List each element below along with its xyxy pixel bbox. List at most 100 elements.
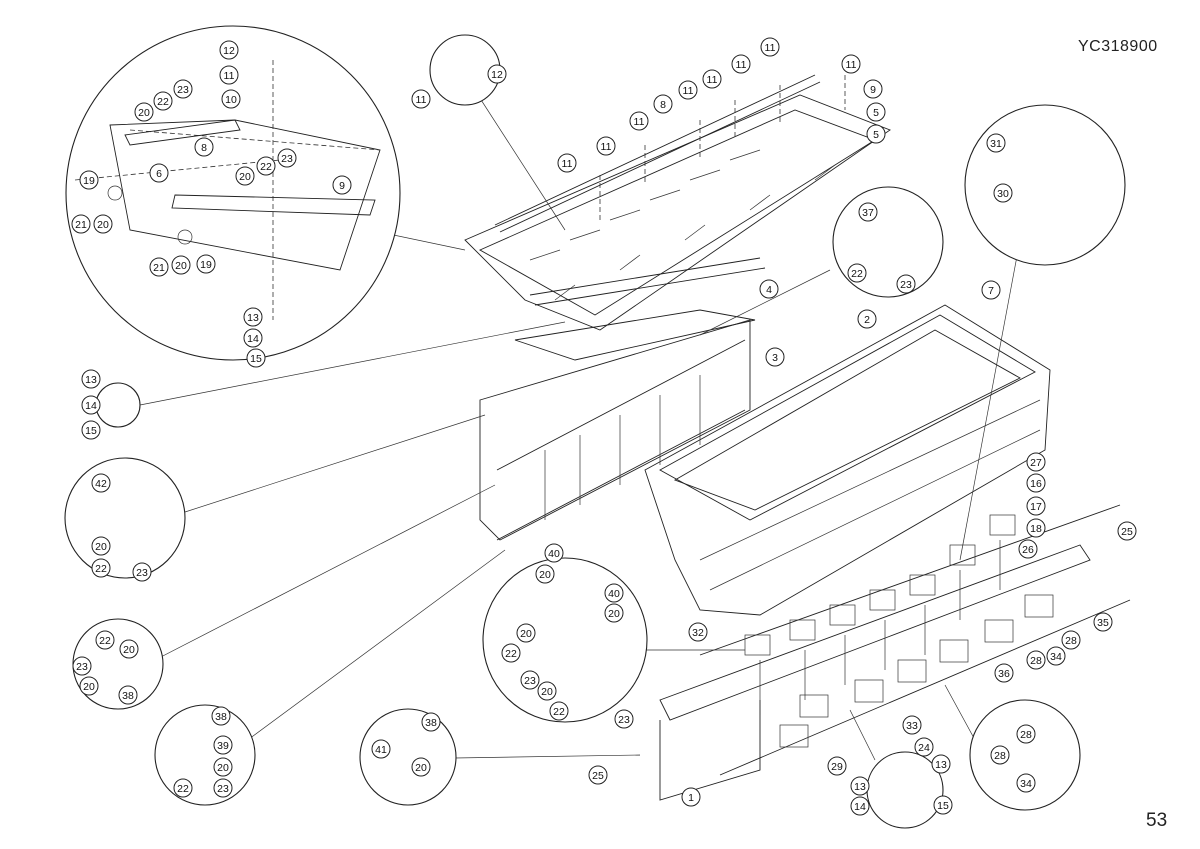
- callout-bubble: [1117, 521, 1137, 541]
- callout-number: 1: [688, 792, 694, 804]
- callout-bubble: [411, 89, 431, 109]
- part-callout-20: 20: [171, 255, 191, 275]
- callout-number: 36: [998, 668, 1010, 680]
- part-callout-20: 20: [213, 757, 233, 777]
- callout-bubble: [557, 153, 577, 173]
- part-callout-32: 32: [688, 622, 708, 642]
- part-callout-5: 5: [866, 124, 886, 144]
- callout-bubble: [91, 473, 111, 493]
- part-callout-22: 22: [501, 643, 521, 663]
- callout-bubble: [81, 395, 101, 415]
- part-callout-19: 19: [79, 170, 99, 190]
- callout-number: 42: [95, 478, 107, 490]
- part-callout-40: 40: [604, 583, 624, 603]
- callout-bubble: [1016, 724, 1036, 744]
- part-callout-20: 20: [119, 639, 139, 659]
- callout-bubble: [411, 757, 431, 777]
- callout-bubble: [544, 543, 564, 563]
- part-callout-23: 23: [72, 656, 92, 676]
- drawing-code: YC318900: [1078, 38, 1158, 55]
- callout-bubble: [681, 787, 701, 807]
- part-callout-13: 13: [243, 307, 263, 327]
- callout-bubble: [243, 307, 263, 327]
- callout-bubble: [759, 279, 779, 299]
- callout-number: 22: [553, 706, 565, 718]
- callout-bubble: [990, 745, 1010, 765]
- callout-number: 20: [175, 260, 187, 272]
- part-callout-30: 30: [993, 183, 1013, 203]
- callout-bubble: [688, 622, 708, 642]
- callout-bubble: [153, 91, 173, 111]
- callout-number: 13: [935, 759, 947, 771]
- callout-bubble: [91, 558, 111, 578]
- part-callout-11: 11: [596, 136, 616, 156]
- part-callout-6: 6: [149, 163, 169, 183]
- callout-number: 28: [1065, 635, 1077, 647]
- callout-number: 23: [136, 567, 148, 579]
- part-callout-34: 34: [1016, 773, 1036, 793]
- part-callout-21: 21: [149, 257, 169, 277]
- callout-bubble: [72, 656, 92, 676]
- callout-number: 28: [994, 750, 1006, 762]
- callout-number: 22: [505, 648, 517, 660]
- part-callout-23: 23: [896, 274, 916, 294]
- part-callout-28: 28: [990, 745, 1010, 765]
- part-callout-22: 22: [95, 630, 115, 650]
- lid-assembly: [464, 74, 891, 331]
- part-callout-35: 35: [1093, 612, 1113, 632]
- callout-number: 11: [707, 74, 718, 86]
- part-callout-8: 8: [194, 137, 214, 157]
- callout-number: 24: [918, 742, 930, 754]
- callout-number: 11: [601, 141, 612, 153]
- part-callout-42: 42: [91, 473, 111, 493]
- callout-number: 26: [1022, 544, 1034, 556]
- callout-bubble: [986, 133, 1006, 153]
- callout-number: 38: [215, 711, 227, 723]
- callout-bubble: [149, 257, 169, 277]
- callout-number: 23: [76, 661, 88, 673]
- callout-bubble: [211, 706, 231, 726]
- part-callout-15: 15: [81, 420, 101, 440]
- callout-bubble: [171, 255, 191, 275]
- callout-number: 29: [831, 761, 843, 773]
- callout-bubble: [149, 163, 169, 183]
- callout-bubble: [81, 369, 101, 389]
- callout-number: 21: [153, 262, 165, 274]
- part-callout-20: 20: [516, 623, 536, 643]
- part-callout-38: 38: [211, 706, 231, 726]
- callout-bubble: [1026, 452, 1046, 472]
- callout-bubble: [487, 64, 507, 84]
- callout-number: 13: [247, 312, 259, 324]
- part-callout-38: 38: [421, 712, 441, 732]
- part-callout-14: 14: [81, 395, 101, 415]
- part-callout-11: 11: [702, 69, 722, 89]
- part-callout-25: 25: [1117, 521, 1137, 541]
- part-callout-17: 17: [1026, 496, 1046, 516]
- part-callout-36: 36: [994, 663, 1014, 683]
- callout-bubble: [760, 37, 780, 57]
- callout-bubble: [841, 54, 861, 74]
- part-callout-20: 20: [535, 564, 555, 584]
- callout-bubble: [863, 79, 883, 99]
- part-callout-16: 16: [1026, 473, 1046, 493]
- callout-bubble: [213, 778, 233, 798]
- callout-number: 11: [224, 70, 235, 82]
- callout-number: 25: [1121, 526, 1133, 538]
- part-callout-20: 20: [79, 676, 99, 696]
- callout-bubble: [173, 778, 193, 798]
- part-callout-29: 29: [827, 756, 847, 776]
- callout-number: 40: [608, 588, 620, 600]
- callout-bubble: [194, 137, 214, 157]
- part-callout-37: 37: [858, 202, 878, 222]
- callout-bubble: [858, 202, 878, 222]
- callout-bubble: [614, 709, 634, 729]
- callout-number: 33: [906, 720, 918, 732]
- callout-bubble: [221, 89, 241, 109]
- callout-bubble: [371, 739, 391, 759]
- callout-number: 23: [177, 84, 189, 96]
- part-callout-23: 23: [614, 709, 634, 729]
- callout-bubble: [857, 309, 877, 329]
- callout-number: 9: [870, 84, 876, 96]
